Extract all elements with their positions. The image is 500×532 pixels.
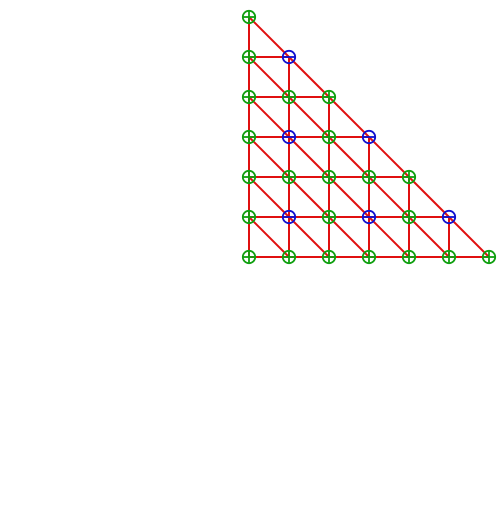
mesh-edge-diagonal <box>448 216 490 258</box>
mesh-edge-diagonal <box>328 96 370 138</box>
mesh-nodes <box>241 9 497 265</box>
mesh-edge-diagonal <box>248 56 290 98</box>
mesh-edge-diagonal <box>368 176 410 218</box>
mesh-node-minus <box>361 209 377 225</box>
mesh-node-minus <box>281 129 297 145</box>
mesh-node-plus <box>321 249 337 265</box>
mesh-edge-diagonal <box>368 136 410 178</box>
mesh-edge-diagonal <box>328 136 370 178</box>
mesh-edge-diagonal <box>248 96 290 138</box>
mesh-edge-diagonal <box>328 216 370 258</box>
mesh-edge-diagonal <box>328 176 370 218</box>
mesh-edge-diagonal <box>248 176 290 218</box>
mesh-edge-diagonal <box>368 216 410 258</box>
mesh-node-plus <box>241 89 257 105</box>
mesh-node-plus <box>321 89 337 105</box>
mesh-node-plus <box>281 169 297 185</box>
mesh-edge-diagonal <box>408 176 450 218</box>
mesh-node-plus <box>321 129 337 145</box>
mesh-node-minus <box>281 49 297 65</box>
mesh-node-plus <box>401 209 417 225</box>
mesh-node-plus <box>361 169 377 185</box>
mesh-node-plus <box>241 249 257 265</box>
mesh-node-plus <box>241 169 257 185</box>
mesh-node-plus <box>241 49 257 65</box>
mesh-node-plus <box>321 169 337 185</box>
mesh-node-plus <box>281 89 297 105</box>
mesh-node-plus <box>281 249 297 265</box>
mesh-edge-diagonal <box>288 96 330 138</box>
mesh-edge-diagonal <box>288 176 330 218</box>
mesh-edge-diagonal <box>288 136 330 178</box>
mesh-node-plus <box>241 9 257 25</box>
mesh-edge-diagonal <box>288 216 330 258</box>
mesh-node-minus <box>281 209 297 225</box>
mesh-node-plus <box>481 249 497 265</box>
mesh-edge-diagonal <box>408 216 450 258</box>
mesh-edge-diagonal <box>248 16 290 58</box>
mesh-node-plus <box>241 209 257 225</box>
mesh-node-plus <box>361 249 377 265</box>
mesh-node-plus <box>441 249 457 265</box>
mesh-node-plus <box>321 209 337 225</box>
mesh-edge-diagonal <box>248 136 290 178</box>
mesh-edge-diagonal <box>248 216 290 258</box>
mesh-edge-diagonal <box>288 56 330 98</box>
mesh-node-plus <box>401 169 417 185</box>
mesh-node-minus <box>361 129 377 145</box>
mesh-node-plus <box>241 129 257 145</box>
mesh-node-minus <box>441 209 457 225</box>
mesh-node-plus <box>401 249 417 265</box>
